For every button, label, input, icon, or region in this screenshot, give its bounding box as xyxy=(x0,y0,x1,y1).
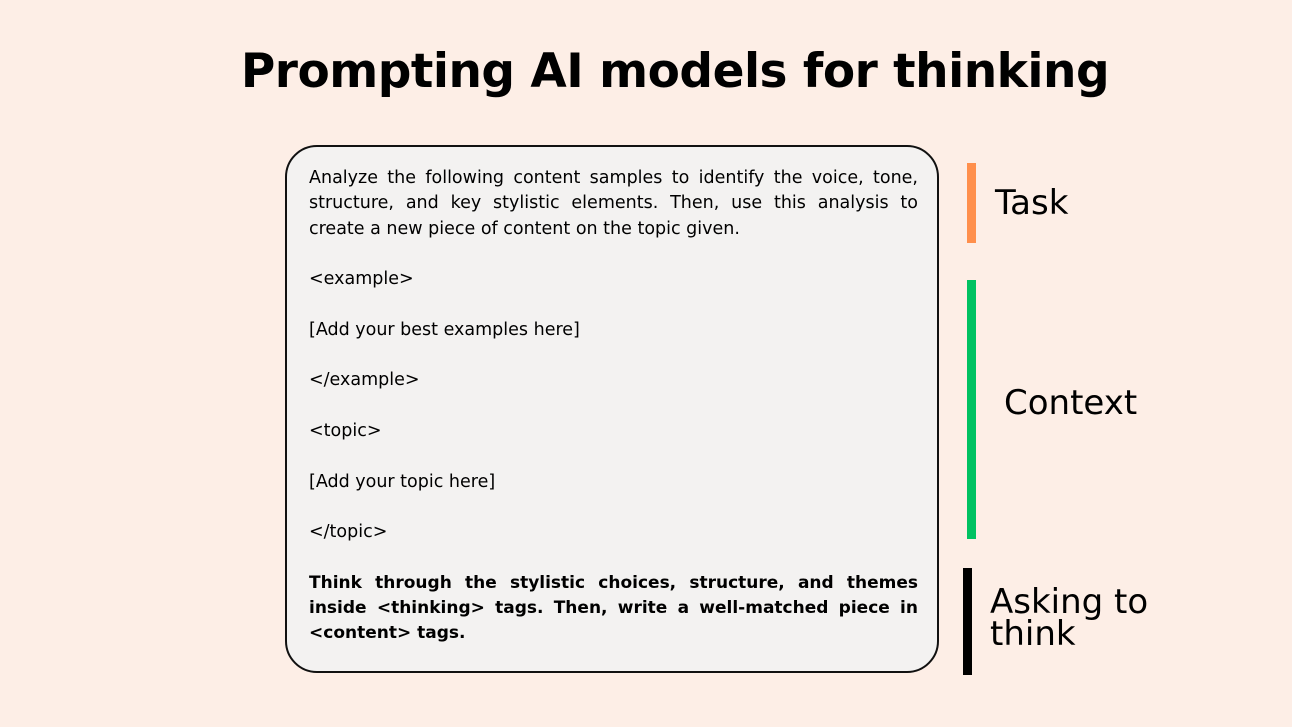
context-label: Context xyxy=(1004,383,1138,423)
task-label: Task xyxy=(995,183,1069,223)
prompt-box: Analyze the following content samples to… xyxy=(285,145,939,673)
asking-to-think-label: Asking to think xyxy=(990,582,1149,654)
example-close-tag: </example> xyxy=(309,370,420,391)
task-bar xyxy=(967,163,976,243)
topic-close-tag: </topic> xyxy=(309,522,388,543)
asking-to-think-bar xyxy=(963,568,972,675)
topic-placeholder: [Add your topic here] xyxy=(309,471,496,492)
context-bar xyxy=(967,280,976,539)
topic-open-tag: <topic> xyxy=(309,420,382,441)
page-title: Prompting AI models for thinking xyxy=(240,44,1110,99)
prompt-content: Analyze the following content samples to… xyxy=(309,166,918,672)
example-open-tag: <example> xyxy=(309,269,414,290)
task-text: Analyze the following content samples to… xyxy=(309,168,918,239)
example-placeholder: [Add your best examples here] xyxy=(309,319,580,340)
thinking-instruction: Think through the stylistic choices, str… xyxy=(309,572,918,644)
